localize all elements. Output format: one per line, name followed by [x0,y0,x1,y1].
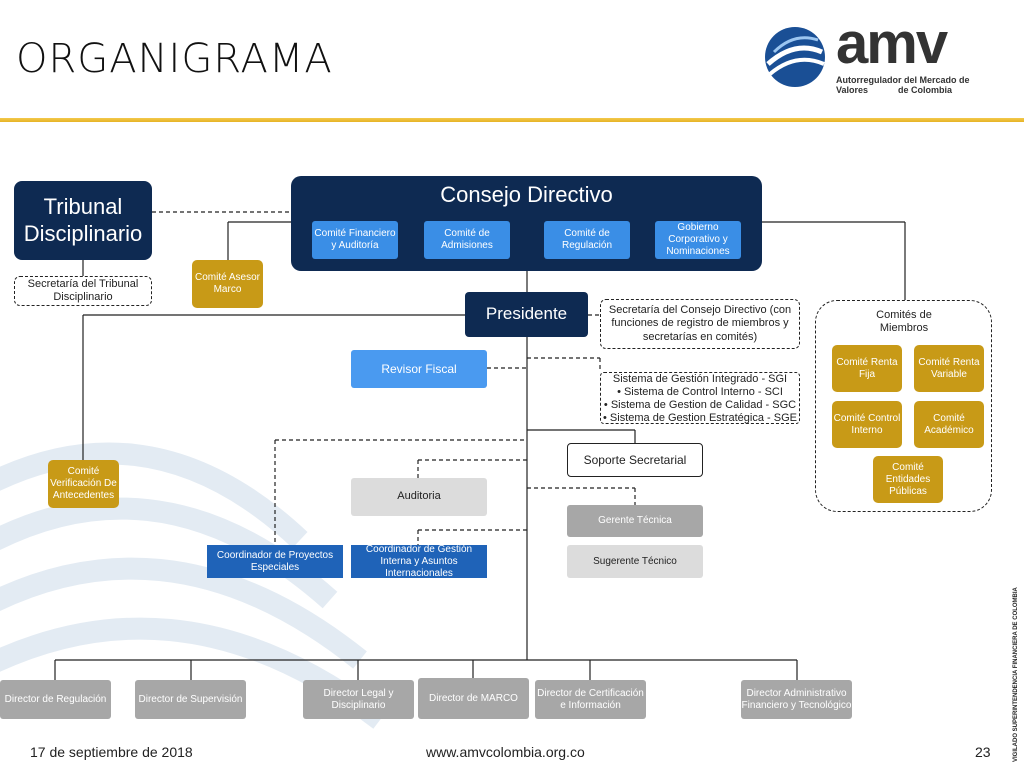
presidente: Presidente [465,292,588,337]
director-administrativo: Director Administrativo Financiero y Tec… [741,680,852,719]
coordinador-proyectos: Coordinador de Proyectos Especiales [207,545,343,578]
globe-icon [765,27,825,87]
members-committees: Comités de Miembros Comité Renta Fija Co… [815,300,992,512]
committee-entidades-publicas: Comité Entidades Públicas [873,456,943,503]
committee-academico: Comité Académico [914,401,984,448]
system-sci: • Sistema de Control Interno - SCI [617,386,783,398]
comite-asesor-marco: Comité Asesor Marco [192,260,263,308]
committee-financiero: Comité Financiero y Auditoría [312,221,398,259]
director-marco: Director de MARCO [418,678,529,719]
soporte-secretarial: Soporte Secretarial [567,443,703,477]
director-supervision: Director de Supervisión [135,680,246,719]
gerente-tecnica: Gerente Técnica [567,505,703,537]
logo-tagline-2: de Colombia [898,85,953,95]
board-secretary: Secretaría del Consejo Directivo (con fu… [600,299,800,349]
system-sge: • Sistema de Gestion Estratégica - SGE [603,412,797,424]
committee-renta-variable: Comité Renta Variable [914,345,984,392]
consejo-directivo-title: Consejo Directivo [440,182,613,207]
members-committees-title: Comités de Miembros [876,309,932,335]
system-sgc: • Sistema de Gestion de Calidad - SGC [603,399,797,411]
footer-url[interactable]: www.amvcolombia.org.co [426,744,585,760]
auditoria: Auditoria [351,478,487,516]
committee-control-interno: Comité Control Interno [832,401,902,448]
vigilado-text: VIGILADO SUPERINTENDENCIA FINANCIERA DE … [1013,587,1019,762]
page-title: ORGANIGRAMA [16,36,333,82]
committee-admisiones: Comité de Admisiones [424,221,510,259]
director-certificacion: Director de Certificación e Información [535,680,646,719]
tribunal-secretary: Secretaría del Tribunal Disciplinario [14,276,152,306]
amv-logo: amv Autorregulador del Mercado de Valore… [760,11,1000,100]
coordinador-gestion: Coordinador de Gestión Interna y Asuntos… [351,545,487,578]
logo-wordmark: amv [836,11,948,76]
committee-renta-fija: Comité Renta Fija [832,345,902,392]
footer-date: 17 de septiembre de 2018 [30,744,193,760]
director-legal: Director Legal y Disciplinario [303,680,414,719]
system-sgi: Sistema de Gestión Integrado - SGI [612,373,788,385]
revisor-fiscal: Revisor Fiscal [351,350,487,388]
vigilado-stamp: VIGILADO SUPERINTENDENCIA FINANCIERA DE … [1006,587,1020,762]
tribunal-disciplinario: Tribunal Disciplinario [14,181,152,260]
comite-verificacion: Comité Verificación De Antecedentes [48,460,119,508]
consejo-directivo: Consejo Directivo Comité Financiero y Au… [291,176,762,271]
committee-gobierno: Gobierno Corporativo y Nominaciones [655,221,741,259]
logo-tagline: Autorregulador del Mercado de Valores [836,75,970,95]
page-number: 23 [975,744,991,760]
director-regulacion: Director de Regulación [0,680,111,719]
subgerente-tecnico: Sugerente Técnico [567,545,703,578]
committee-regulacion: Comité de Regulación [544,221,630,259]
management-systems: Sistema de Gestión Integrado - SGI • Sis… [600,372,800,424]
header-rule [0,118,1024,122]
